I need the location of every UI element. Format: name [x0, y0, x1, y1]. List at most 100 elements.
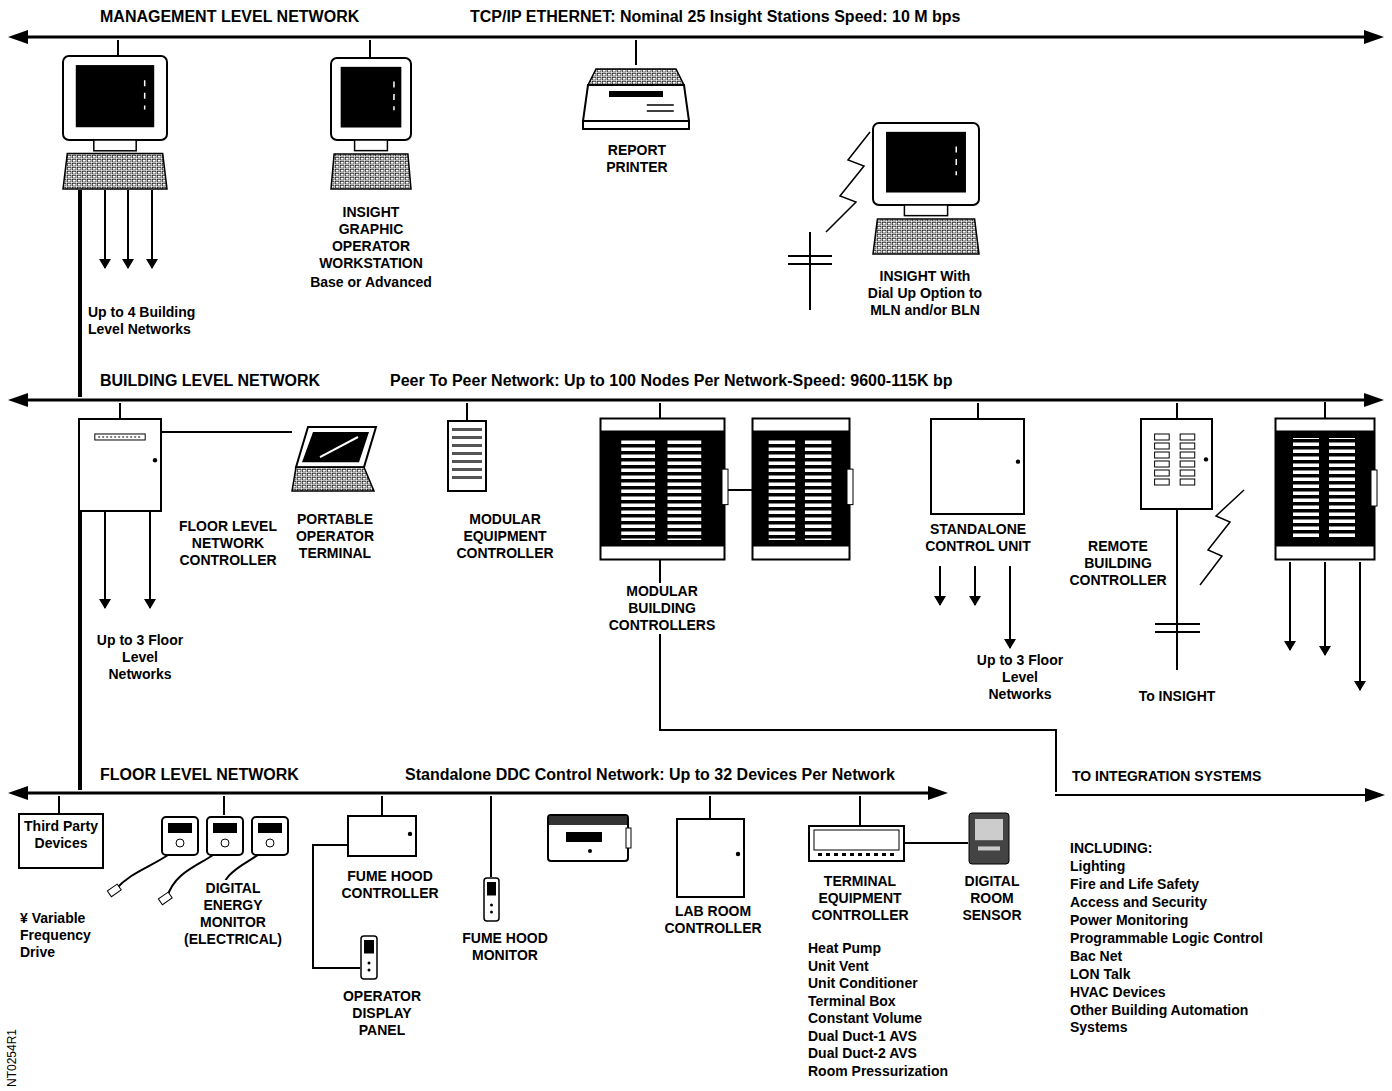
network-link	[659, 403, 661, 418]
list-item: Other Building Automation Systems	[1070, 1002, 1260, 1036]
network-link	[381, 796, 383, 815]
list-heading: INCLUDING:	[1070, 840, 1152, 857]
node-label: OPERATOR DISPLAY PANEL	[332, 988, 432, 1039]
network-link	[119, 403, 121, 418]
node-label: FLOOR LEVEL NETWORK CONTROLLER	[176, 518, 280, 569]
workstation-icon	[62, 55, 168, 190]
controller-panel-icon	[1140, 418, 1213, 510]
network-link	[905, 842, 968, 844]
node-label: MODULAR EQUIPMENT CONTROLLER	[445, 511, 565, 562]
list-item: LON Talk	[1070, 966, 1130, 983]
energy-meter-icon	[160, 815, 288, 858]
controller-module: MODULAR EQUIPMENT CONTROLLER	[447, 420, 487, 492]
list-item: Power Monitoring	[1070, 912, 1188, 929]
list-item: Access and Security	[1070, 894, 1207, 911]
node-label: Up to 4 Building Level Networks	[88, 304, 213, 338]
network-link	[1176, 403, 1178, 418]
node-label: STANDALONE CONTROL UNIT	[921, 521, 1036, 555]
controller-cabinet-icon	[600, 418, 850, 560]
controller-box-icon	[347, 815, 417, 857]
node-note: ¥ Variable Frequency Drive	[20, 910, 120, 961]
terminal-controller-icon	[808, 825, 905, 862]
handheld-panel: OPERATOR DISPLAY PANEL	[360, 935, 378, 980]
list-item: Programmable Logic Control	[1070, 930, 1263, 947]
node-note: Up to 3 Floor Level Networks	[90, 632, 190, 683]
modular-building-controller	[1275, 418, 1377, 560]
node-note: To INSIGHT	[1137, 688, 1217, 705]
list-item: Fire and Life Safety	[1070, 876, 1199, 893]
network-link	[117, 40, 119, 55]
node-note: Up to 3 Floor Level Networks	[970, 652, 1070, 703]
terminal-controller: TERMINAL EQUIPMENT CONTROLLERHeat PumpUn…	[808, 825, 905, 862]
workstation: INSIGHT GRAPHIC OPERATOR WORKSTATIONBase…	[330, 57, 412, 190]
network-bus: BUILDING LEVEL NETWORKPeer To Peer Netwo…	[8, 397, 1384, 403]
network-link	[859, 796, 861, 825]
list-item: Bac Net	[1070, 948, 1122, 965]
controller-box: FLOOR LEVEL NETWORK CONTROLLERUp to 3 Fl…	[78, 418, 162, 512]
network-arrows	[105, 190, 1360, 690]
node-label: TO INTEGRATION SYSTEMS	[1072, 768, 1261, 785]
workstation-icon	[330, 57, 412, 190]
energy-meter: DIGITAL ENERGY MONITOR (ELECTRICAL)	[160, 815, 288, 858]
room-sensor-icon	[968, 812, 1010, 865]
workstation-icon	[872, 122, 980, 255]
integration-line-icon	[1055, 792, 1385, 798]
node-label: MODULAR BUILDING CONTROLLERS	[600, 583, 725, 634]
handheld-panel: FUME HOOD MONITOR	[483, 877, 500, 922]
node-label: DIGITAL ENERGY MONITOR (ELECTRICAL)	[178, 880, 288, 948]
node-label: TERMINAL EQUIPMENT CONTROLLER	[800, 873, 920, 924]
node-label: DIGITAL ROOM SENSOR	[947, 873, 1037, 924]
node-label: REPORT PRINTER	[592, 142, 682, 176]
network-bus: FLOOR LEVEL NETWORKStandalone DDC Contro…	[8, 790, 948, 796]
node-note: Base or Advanced	[296, 274, 446, 291]
node-note: Heat Pump	[808, 940, 881, 957]
network-link	[490, 796, 492, 877]
network-link	[466, 403, 468, 420]
node-note: Terminal Box	[808, 993, 896, 1010]
controller-box: FUME HOOD CONTROLLER	[347, 815, 417, 857]
node-note: Dual Duct-2 AVS	[808, 1045, 917, 1062]
drawing-number: NT0254R1	[4, 1029, 21, 1087]
network-link	[369, 40, 371, 57]
network-link	[78, 190, 82, 397]
node-note: Dual Duct-1 AVS	[808, 1028, 917, 1045]
handheld-panel-icon	[483, 877, 500, 922]
node-note: Standalone DDC Control Network: Up to 32…	[405, 766, 895, 783]
laptop: PORTABLE OPERATOR TERMINAL	[292, 425, 378, 493]
controller-box-icon	[78, 418, 162, 512]
node-note: Room Pressurization	[808, 1063, 948, 1080]
node-note: TCP/IP ETHERNET: Nominal 25 Insight Stat…	[470, 8, 960, 25]
printer-icon	[582, 65, 690, 130]
network-bus-icon	[8, 397, 1384, 403]
room-sensor: DIGITAL ROOM SENSOR	[968, 812, 1010, 865]
node-label: FLOOR LEVEL NETWORK	[100, 766, 299, 783]
node-label: BUILDING LEVEL NETWORK	[100, 372, 320, 389]
node-label: INSIGHT GRAPHIC OPERATOR WORKSTATION	[311, 204, 431, 272]
node-label: FUME HOOD CONTROLLER	[335, 868, 445, 902]
controller-module-icon	[447, 420, 487, 492]
network-link	[223, 796, 225, 815]
node-note: Unit Vent	[808, 958, 869, 975]
handheld-panel-icon	[360, 935, 378, 980]
controller-box: STANDALONE CONTROL UNITUp to 3 Floor Lev…	[930, 418, 1025, 515]
workstation: INSIGHT With Dial Up Option to MLN and/o…	[872, 122, 980, 255]
node-note: Peer To Peer Network: Up to 100 Nodes Pe…	[390, 372, 953, 389]
network-link	[162, 431, 292, 433]
list-item: HVAC Devices	[1070, 984, 1165, 1001]
device-box: Third Party Devices¥ Variable Frequency …	[18, 813, 104, 869]
controller-box: LAB ROOM CONTROLLER	[676, 818, 745, 898]
network-bus: MANAGEMENT LEVEL NETWORKTCP/IP ETHERNET:…	[8, 34, 1384, 40]
node-label: Third Party Devices	[20, 815, 102, 852]
node-label: REMOTE BUILDING CONTROLLER	[1068, 538, 1168, 589]
integration-line: TO INTEGRATION SYSTEMS	[1055, 792, 1385, 798]
network-bus-icon	[8, 790, 948, 796]
node-label: PORTABLE OPERATOR TERMINAL	[285, 511, 385, 562]
controller-box-icon	[930, 418, 1025, 515]
node-label: FUME HOOD MONITOR	[450, 930, 560, 964]
node-label: MANAGEMENT LEVEL NETWORK	[100, 8, 359, 25]
controller-box-icon	[676, 818, 745, 898]
printer: REPORT PRINTER	[582, 65, 690, 130]
network-link	[313, 845, 360, 968]
network-link	[58, 796, 60, 813]
